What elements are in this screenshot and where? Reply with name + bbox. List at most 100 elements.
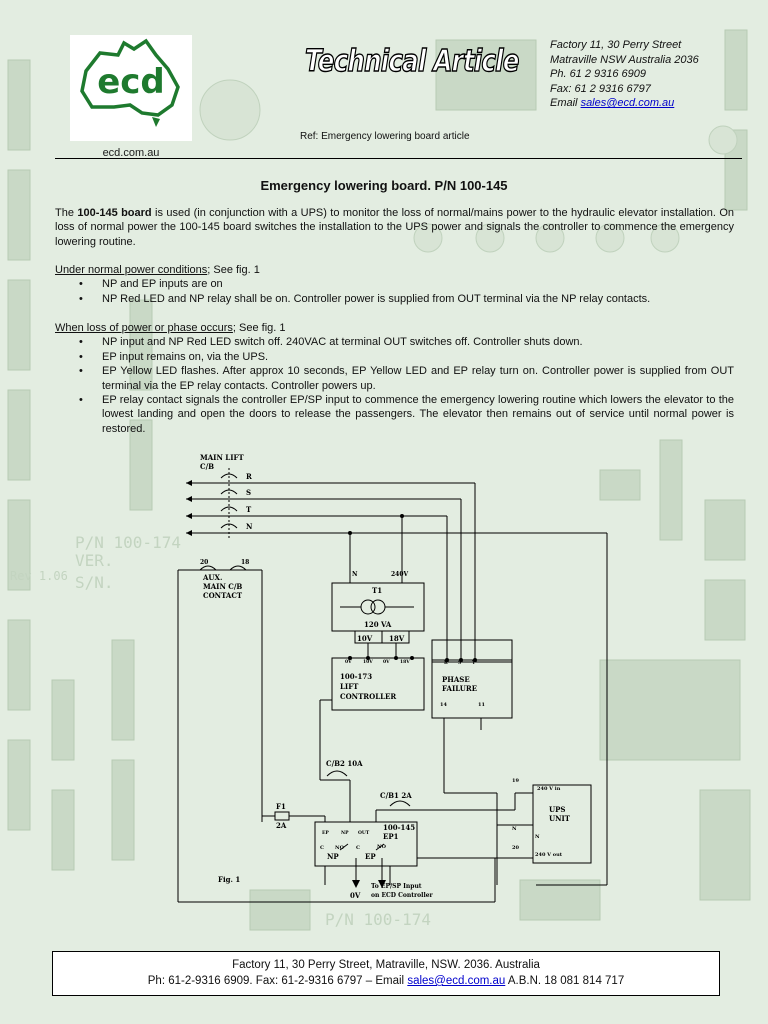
phone: Ph. 61 2 9316 6909: [550, 68, 647, 81]
ep-sp-output-1: To EP/SP Input: [371, 883, 422, 890]
aux-pin-20: 20: [200, 559, 208, 566]
ep-board-id: EP1: [383, 832, 399, 841]
reference-line: Ref: Emergency lowering board article: [300, 131, 470, 142]
contact-block: Factory 11, 30 Perry Street Matraville N…: [550, 38, 699, 111]
ctrl-pin: 10V: [363, 659, 373, 665]
article-heading: Emergency lowering board. P/N 100-145: [260, 178, 508, 193]
aux-label-3: CONTACT: [203, 591, 243, 600]
bullet-list: NP input and NP Red LED switch off. 240V…: [55, 335, 734, 436]
phase-r: R: [246, 472, 252, 481]
ep-board-pn: 100-145: [383, 823, 415, 832]
fax: Fax: 61 2 9316 6797: [550, 82, 651, 95]
footer-phone-fax: Ph: 61-2-9316 6909. Fax: 61-2-9316 6797 …: [147, 975, 408, 987]
footer-address: Factory 11, 30 Perry Street, Matraville,…: [232, 959, 540, 971]
ep-no: NO: [377, 844, 387, 850]
list-item: NP and EP inputs are on: [55, 277, 734, 292]
ctrl-pin: 0V: [383, 659, 390, 665]
phase-s: S: [246, 488, 251, 497]
ups-label-2: UNIT: [549, 814, 571, 823]
fuse-label: F1: [276, 802, 286, 811]
ep-contact-label: EP: [365, 852, 376, 861]
email-link[interactable]: sales@ecd.com.au: [580, 97, 675, 110]
phase-failure-label-2: FAILURE: [442, 684, 477, 693]
ctrl-pin: 0V: [345, 659, 352, 665]
cb1-label: C/B1 2A: [380, 791, 412, 800]
np-contact-label: NP: [327, 852, 339, 861]
address-line-1: Factory 11, 30 Perry Street: [550, 39, 682, 51]
controller-label-2: CONTROLLER: [340, 692, 396, 701]
section-title-text: Under normal power conditions: [55, 264, 208, 276]
phase-failure-label-1: PHASE: [442, 675, 470, 684]
email-line: Email sales@ecd.com.au: [550, 96, 699, 111]
controller-pn: 100-173: [340, 672, 372, 681]
list-item: EP input remains on, via the UPS.: [55, 350, 734, 365]
np-no: NO: [335, 845, 345, 851]
secondary-18v: 18V: [389, 634, 405, 643]
controller-label-1: LIFT: [340, 682, 359, 691]
svg-text:S/N.: S/N.: [75, 573, 114, 592]
list-item: NP input and NP Red LED switch off. 240V…: [55, 335, 734, 350]
ep-c: C: [356, 845, 360, 851]
ups-in: 240 V in: [537, 786, 561, 792]
footer-box: Factory 11, 30 Perry Street, Matraville,…: [52, 951, 720, 996]
pf-pin-14: 14: [440, 702, 447, 708]
aux-pin-18: 18: [241, 559, 249, 566]
wire-20: 20: [512, 845, 519, 851]
svg-text:P/N 100-174: P/N 100-174: [75, 533, 181, 552]
header-divider: [55, 158, 742, 159]
intro-text-rest: is used (in conjunction with a UPS) to m…: [55, 207, 735, 248]
list-item: EP Yellow LED flashes. After approx 10 s…: [55, 364, 734, 393]
figure-label: Fig. 1: [218, 875, 240, 884]
section-title-text: When loss of power or phase occurs: [55, 322, 233, 334]
power-loss-section: When loss of power or phase occurs; See …: [55, 321, 734, 436]
ep-sp-output-2: on ECD Controller: [371, 892, 434, 899]
footer-email-link[interactable]: sales@ecd.com.au: [407, 975, 506, 987]
pf-pin-t: T: [472, 660, 476, 666]
ctrl-pin: 18V: [400, 659, 410, 665]
address-line-2: Matraville NSW Australia 2036: [550, 53, 699, 66]
email-label: Email: [550, 97, 581, 110]
board-name: 100-145 board: [77, 207, 152, 219]
intro-text: The: [55, 207, 78, 219]
ep-pin: NP: [341, 830, 349, 836]
aux-label-2: MAIN C/B: [203, 582, 242, 591]
phase-t: T: [246, 505, 252, 514]
transformer-va: 120 VA: [364, 620, 392, 629]
zero-volt-output: 0V: [350, 891, 361, 900]
aux-label-1: AUX.: [202, 573, 222, 582]
ups-n: N: [535, 834, 540, 840]
svg-text:Rev 1.06: Rev 1.06: [10, 569, 68, 583]
site-url: ecd.com.au: [102, 147, 160, 159]
list-item: NP Red LED and NP relay shall be on. Con…: [55, 292, 734, 307]
ups-out: 240 V out: [535, 852, 563, 858]
svg-text:P/N 100-174: P/N 100-174: [325, 910, 431, 929]
fuse-rating: 2A: [276, 821, 287, 830]
ups-label-1: UPS: [549, 805, 565, 814]
neutral-n: N: [246, 522, 253, 531]
svg-text:ecd: ecd: [97, 62, 165, 102]
ep-pin: OUT: [358, 830, 370, 836]
footer-abn: A.B.N. 18 081 814 717: [505, 975, 625, 987]
page-title: Technical Article: [304, 43, 520, 79]
transformer-240v: 240V: [391, 571, 409, 578]
svg-text:VER.: VER.: [75, 551, 114, 570]
bullet-list: NP and EP inputs are on NP Red LED and N…: [55, 277, 734, 306]
wire-n: N: [512, 826, 517, 832]
secondary-10v: 10V: [357, 634, 373, 643]
section-title: When loss of power or phase occurs; See …: [55, 321, 734, 335]
australia-map-icon: ecd: [80, 38, 180, 127]
intro-paragraph: The 100-145 board is used (in conjunctio…: [55, 206, 734, 249]
list-item: EP relay contact signals the controller …: [55, 393, 734, 436]
transformer-t1: T1: [372, 586, 382, 595]
pf-pin-r: R: [444, 660, 448, 666]
pf-pin-11: 11: [478, 702, 485, 708]
wiring-diagram-fig-1: MAIN LIFT C/B R S T N 20 18 AUX. MAIN C/…: [177, 453, 608, 903]
section-title: Under normal power conditions; See fig. …: [55, 263, 734, 277]
footer-contact: Ph: 61-2-9316 6909. Fax: 61-2-9316 6797 …: [53, 973, 719, 989]
wire-19: 19: [512, 778, 519, 784]
np-c: C: [320, 845, 324, 851]
cb2-label: C/B2 10A: [326, 759, 363, 768]
transformer-n: N: [352, 571, 358, 578]
main-lift-label: MAIN LIFT: [200, 453, 244, 462]
